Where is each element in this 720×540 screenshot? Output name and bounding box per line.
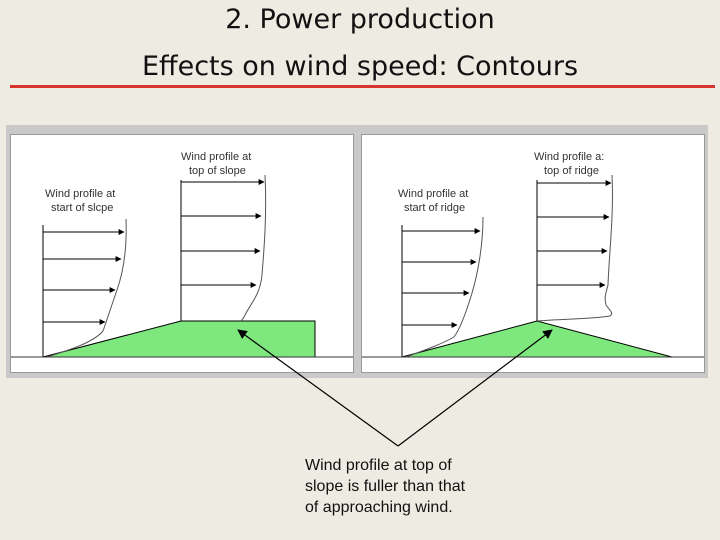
slide-title-line-2: Effects on wind speed: Contours (141, 51, 579, 82)
label-top-of-slope-line-2: top of slope (189, 165, 246, 177)
slide-title-line-1: 2. Power production (225, 4, 495, 35)
label-start-of-ridge-line-1: Wind profile at (398, 188, 468, 200)
label-start-of-ridge-line-2: start of ridge (404, 202, 465, 214)
ridge-panel: Wind profile at start of ridge Wind prof… (361, 134, 705, 373)
label-start-of-slope-line-1: Wind profile at (45, 188, 115, 200)
wind-profile-curve (46, 218, 127, 358)
wind-profile-curve (240, 174, 267, 322)
wind-profile-curve (537, 174, 613, 322)
label-start-of-slope-line-2: start of slcpe (51, 202, 113, 214)
slope-terrain (42, 320, 316, 358)
label-top-of-ridge-line-2: top of ridge (544, 165, 599, 177)
label-top-of-slope-line-1: Wind profile at (181, 151, 251, 163)
ridge-terrain (401, 320, 673, 358)
slope-panel: Wind profile at start of slcpe Wind prof… (10, 134, 354, 373)
label-top-of-ridge-line-1: Wind profile a: (534, 151, 604, 163)
caption-text: Wind profile at top of slope is fuller t… (305, 457, 466, 516)
wind-profile-curve (405, 216, 484, 358)
title-underline (10, 85, 715, 88)
ridge-diagram: Wind profile at start of ridge Wind prof… (362, 151, 704, 358)
slope-diagram: Wind profile at start of slcpe Wind prof… (11, 151, 353, 358)
wind-profile-figure: Wind profile at start of slcpe Wind prof… (6, 125, 708, 378)
